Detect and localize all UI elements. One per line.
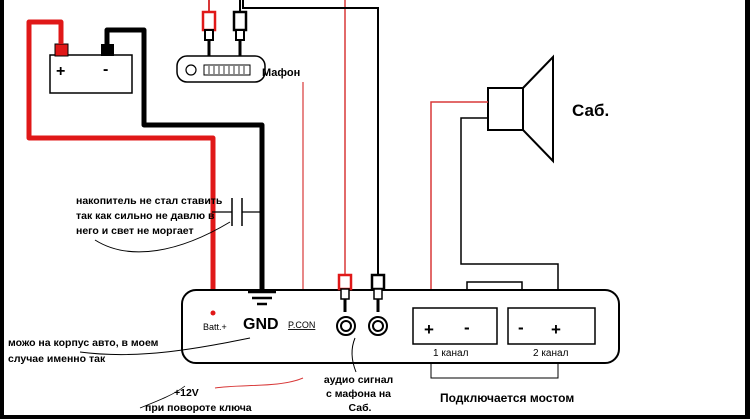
batt-label: Batt.+ — [203, 322, 227, 332]
gnd-label: GND — [243, 316, 279, 333]
key-note-pointer — [139, 385, 186, 409]
rca-plug-red-top — [201, 0, 217, 56]
ground-symbol — [248, 290, 276, 306]
head-unit-display — [203, 64, 251, 76]
battery-body — [49, 54, 133, 94]
channel1-minus-label: - — [464, 318, 470, 337]
battery: + - — [49, 43, 133, 94]
channel2-plus-label: + — [551, 320, 561, 339]
capacitor-note-line-1: накопитель не стал ставить — [76, 195, 223, 207]
ground-note-line-1: можо на корпус авто, в моем — [8, 337, 159, 349]
audio-note-pointer — [351, 337, 357, 373]
head-unit-label: Мафон — [262, 67, 300, 79]
channel2-label: 2 канал — [533, 348, 569, 359]
speaker-wire-red — [430, 101, 488, 331]
ground-note-line-2: случае именно так — [8, 353, 106, 365]
head-unit-body — [176, 55, 266, 83]
capacitor-note-pointer — [94, 221, 231, 253]
head-unit-knob — [185, 64, 197, 76]
audio-note: аудио сигнал с мафона на Саб. — [324, 374, 396, 414]
power-note: +12V при повороте ключа — [145, 387, 252, 414]
subwoofer-magnet — [487, 87, 524, 131]
bridge-note: Подключается мостом — [440, 391, 574, 405]
power-cable — [26, 19, 216, 310]
subwoofer-cone — [522, 54, 554, 164]
battery-positive-terminal — [54, 43, 69, 57]
battery-negative-terminal — [101, 44, 114, 56]
capacitor-note-line-3: него и свет не моргает — [76, 225, 194, 237]
audio-note-line-1: аудио сигнал — [324, 374, 393, 386]
capacitor-note-line-2: так как сильно не давлю в — [76, 210, 215, 222]
rca-cable-black — [242, 0, 379, 275]
power-note-line-1: +12V — [174, 387, 199, 399]
battery-minus-label: - — [103, 61, 108, 78]
ground-note: можо на корпус авто, в моем случае именн… — [8, 337, 161, 365]
power-note-line-2: при повороте ключа — [145, 402, 252, 414]
speaker-wire-black — [460, 117, 559, 331]
rca-input-red — [336, 273, 356, 336]
subwoofer-label: Саб. — [572, 101, 609, 120]
amplifier: Batt.+ GND P.CON + - 1 — [181, 273, 620, 364]
capacitor-symbol — [212, 198, 261, 226]
channel2-minus-label: - — [518, 318, 524, 337]
audio-note-line-3: Саб. — [349, 402, 372, 414]
capacitor-note: накопитель не стал ставить так как сильн… — [76, 195, 225, 237]
channel1-terminal: + - 1 канал — [412, 307, 498, 359]
ground-note-pointer — [79, 337, 251, 356]
rca-plug-black-top — [232, 0, 248, 56]
batt-terminal-dot — [210, 310, 216, 316]
channel2-terminal: - + 2 канал — [507, 307, 596, 359]
rca-input-black — [368, 273, 388, 336]
channel1-plus-label: + — [424, 320, 434, 339]
ground-cable — [104, 27, 265, 290]
subwoofer-speaker: Саб. — [487, 54, 609, 164]
channel1-label: 1 канал — [433, 348, 469, 359]
audio-note-line-2: с мафона на — [326, 388, 391, 400]
battery-plus-label: + — [56, 63, 65, 80]
head-unit: Мафон — [176, 55, 300, 83]
power-note-pointer — [214, 377, 304, 389]
pcon-label: P.CON — [288, 320, 315, 330]
